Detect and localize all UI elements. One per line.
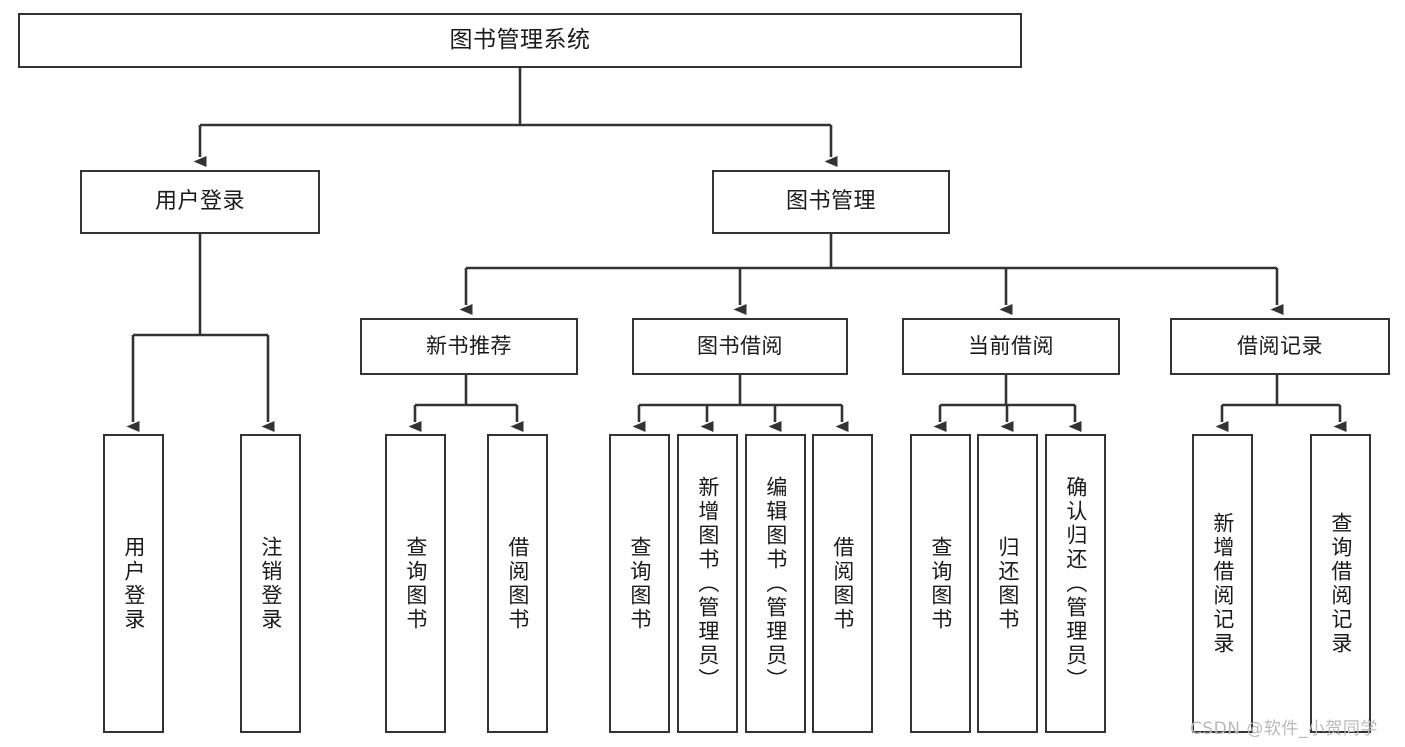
leaf-record-add-record[interactable]: 新增借阅记录: [1192, 434, 1253, 733]
leaf-borrow-add-book-admin[interactable]: 新增图书（管理员）: [677, 434, 738, 733]
leaf-borrow-query-book[interactable]: 查询图书: [609, 434, 670, 733]
node-label: 查询图书: [403, 535, 428, 632]
node-book-borrow[interactable]: 图书借阅: [632, 318, 848, 375]
node-book-management[interactable]: 图书管理: [712, 170, 950, 234]
leaf-record-query-record[interactable]: 查询借阅记录: [1310, 434, 1371, 733]
node-label: 归还图书: [995, 535, 1020, 632]
leaf-borrow-edit-book-admin[interactable]: 编辑图书（管理员）: [745, 434, 806, 733]
node-label: 借阅记录: [1237, 334, 1323, 359]
node-label: 确认归还（管理员）: [1063, 475, 1088, 692]
node-label: 用户登录: [154, 189, 245, 215]
node-label: 图书借阅: [697, 334, 783, 359]
leaf-user-login-login[interactable]: 用户登录: [103, 434, 164, 733]
node-user-login[interactable]: 用户登录: [80, 170, 320, 234]
node-label: 新增借阅记录: [1210, 511, 1235, 656]
node-label: 查询图书: [928, 535, 953, 632]
leaf-recommend-query-book[interactable]: 查询图书: [385, 434, 446, 733]
leaf-current-return-book[interactable]: 归还图书: [977, 434, 1038, 733]
leaf-current-confirm-return-admin[interactable]: 确认归还（管理员）: [1045, 434, 1106, 733]
leaf-current-query-book[interactable]: 查询图书: [910, 434, 971, 733]
node-label: 编辑图书（管理员）: [763, 475, 788, 692]
node-current-borrow[interactable]: 当前借阅: [902, 318, 1120, 375]
node-label: 查询借阅记录: [1328, 511, 1353, 656]
leaf-borrow-borrow-book[interactable]: 借阅图书: [812, 434, 873, 733]
node-label: 用户登录: [121, 535, 146, 632]
node-new-book-recommend[interactable]: 新书推荐: [360, 318, 578, 375]
node-label: 图书管理系统: [449, 27, 591, 54]
node-borrow-record[interactable]: 借阅记录: [1170, 318, 1390, 375]
csdn-watermark: CSDN @软件_小贺同学: [1190, 719, 1378, 739]
node-label: 新增图书（管理员）: [695, 475, 720, 692]
node-label: 新书推荐: [426, 334, 512, 359]
node-label: 借阅图书: [830, 535, 855, 632]
node-label: 图书管理: [785, 189, 876, 215]
leaf-user-login-logout[interactable]: 注销登录: [240, 434, 301, 733]
node-label: 借阅图书: [505, 535, 530, 632]
leaf-recommend-borrow-book[interactable]: 借阅图书: [487, 434, 548, 733]
node-label: 当前借阅: [968, 334, 1054, 359]
node-label: 查询图书: [627, 535, 652, 632]
node-label: 注销登录: [258, 535, 283, 632]
node-root-system[interactable]: 图书管理系统: [18, 13, 1022, 68]
